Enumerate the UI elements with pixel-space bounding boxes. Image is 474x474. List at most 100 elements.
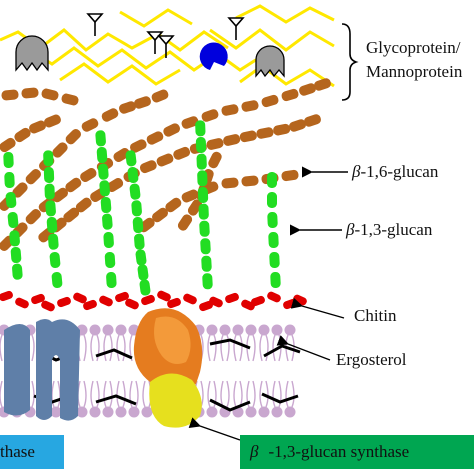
beta-1-3-glucan-unit <box>95 130 106 147</box>
lipid-molecule <box>89 380 101 418</box>
glycan-antenna-icon <box>86 13 104 36</box>
protein-pacman-icon <box>199 42 228 70</box>
glucan-synthase <box>133 308 203 428</box>
beta-1-3-glucan-unit <box>9 230 20 247</box>
beta-1-6-glucan-unit <box>146 131 164 145</box>
beta-1-3-glucan-unit <box>125 150 137 167</box>
chitin-layer <box>0 290 307 312</box>
lipid-molecule <box>219 380 231 418</box>
label-beta-1-3-glucan: β-1,3-glucan <box>346 220 432 240</box>
beta-1-3-glucan-chains <box>3 120 281 296</box>
lipid-molecule <box>141 380 153 418</box>
beta-1-3-glucan-unit <box>129 183 141 200</box>
beta-1-6-glucan-unit <box>314 78 331 91</box>
beta-1-3-glucan-unit <box>127 166 139 184</box>
lipid-molecule <box>206 324 218 362</box>
beta-1-6-glucan-unit <box>101 108 119 122</box>
beta-1-3-glucan-unit <box>202 273 213 290</box>
chitin-fragment <box>99 295 113 307</box>
beta-1-3-glucan-unit <box>106 271 117 289</box>
beta-1-3-glucan-unit <box>196 153 207 170</box>
beta-1-6-glucan-unit <box>163 123 180 137</box>
glycoproteins <box>15 35 285 78</box>
beta-1-6-glucan-unit <box>201 109 219 122</box>
beta-1-6-glucan-unit <box>52 187 68 203</box>
beta-1-6-glucan-unit <box>25 169 41 185</box>
beta-1-6-glucan-unit <box>75 197 92 213</box>
lipid-molecule <box>284 324 296 362</box>
chitin-synthase-label-box: thase <box>0 435 64 469</box>
arrow-left-icon <box>276 335 331 361</box>
beta-1-6-glucan-unit <box>106 178 124 192</box>
beta-1-3-glucan-unit <box>195 136 207 154</box>
beta-1-3-glucan-unit <box>51 271 63 289</box>
beta-1-3-glucan-unit <box>43 166 55 184</box>
beta-1-6-glucan-unit <box>241 100 259 112</box>
chitin-fragment <box>83 299 97 311</box>
label-text: thase <box>0 442 35 461</box>
beta-1-6-glucan-unit <box>1 89 19 101</box>
beta-1-6-glucan-unit <box>241 175 259 187</box>
glycan-antennas <box>86 13 245 58</box>
arrow-left-icon <box>188 417 241 441</box>
label-suffix: -1,3-glucan synthase <box>268 442 410 461</box>
label-ergosterol: Ergosterol <box>336 350 407 369</box>
beta-1-3-glucan-unit <box>139 279 151 296</box>
beta-1-3-glucan-unit <box>103 231 114 249</box>
beta-1-6-glucan-unit <box>65 129 81 145</box>
beta-1-6-glucan-unit <box>113 148 130 162</box>
beta-1-3-glucan-unit <box>270 271 281 289</box>
lipid-molecule <box>258 380 270 418</box>
lipid-molecule <box>128 380 140 418</box>
lipid-molecule <box>89 324 101 362</box>
protein-pacman-icon <box>15 35 49 72</box>
bracket <box>341 23 359 101</box>
lipid-molecule <box>232 324 244 362</box>
chitin-fragment <box>115 291 129 303</box>
chitin-fragment <box>225 292 239 304</box>
beta-1-6-glucan-unit <box>281 88 299 102</box>
beta-1-3-glucan-unit <box>43 150 54 167</box>
beta-1-3-glucan-unit <box>201 255 212 272</box>
beta-1-3-glucan-unit <box>7 211 19 229</box>
beta-1-6-glucan-unit <box>134 96 151 109</box>
lipid-molecule <box>245 380 257 418</box>
beta-1-3-glucan-unit <box>3 151 14 169</box>
beta-1-6-glucan-unit <box>261 94 279 108</box>
beta-1-3-glucan-unit <box>96 146 108 164</box>
label-glycoprotein: Glycoprotein/ <box>366 38 461 57</box>
beta-1-3-glucan-unit <box>267 192 277 208</box>
beta-1-3-glucan-unit <box>197 170 208 187</box>
beta-1-3-glucan-unit <box>102 213 113 230</box>
chitin-fragment <box>41 300 55 312</box>
beta-1-6-glucan-unit <box>14 127 31 143</box>
beta-1-6-glucan-unit <box>81 118 99 132</box>
chitin-fragment <box>267 291 281 303</box>
lipid-molecule <box>102 380 114 418</box>
beta-1-6-glucan-unit <box>63 207 80 223</box>
beta-1-3-glucan-unit <box>199 220 210 237</box>
chitin-fragment <box>183 293 197 305</box>
beta-1-6-glucan-unit <box>0 137 16 153</box>
beta-1-6-glucan-unit <box>139 160 157 174</box>
lipid-molecule <box>206 380 218 418</box>
chitin-synthase <box>4 319 80 421</box>
chitin-fragment <box>125 298 139 310</box>
beta-1-3-glucan-unit <box>45 200 56 217</box>
beta-1-6-glucan-unit <box>65 177 82 193</box>
lipid-molecule <box>258 324 270 362</box>
beta-1-6-glucan-unit <box>273 123 291 136</box>
beta-1-3-glucan-unit <box>269 251 280 269</box>
beta-1-3-glucan-unit <box>267 211 278 229</box>
beta-1-6-glucan-unit <box>208 151 222 169</box>
lipid-molecule <box>232 380 244 418</box>
beta-1-6-glucan-unit <box>187 199 203 216</box>
label-text: -1,6-glucan <box>360 162 439 181</box>
beta-1-3-glucan-unit <box>48 233 59 250</box>
beta-1-3-glucan-unit <box>104 251 116 269</box>
chitin-fragment <box>31 293 45 305</box>
label-text: -1,3-glucan <box>354 220 433 239</box>
chitin-fragment <box>0 290 13 302</box>
beta-1-6-glucan-unit <box>152 207 168 223</box>
chitin-fragment <box>199 300 213 312</box>
